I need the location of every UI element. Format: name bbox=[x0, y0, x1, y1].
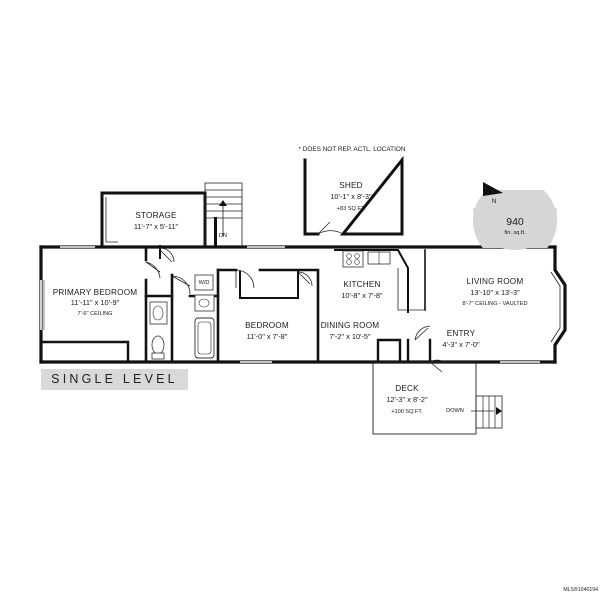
kitchen-dims: 10'-8" x 7'-8" bbox=[341, 291, 383, 300]
labels: * DOES NOT REP. ACTL. LOCATION N 940 fin… bbox=[53, 146, 598, 593]
deck-extra: +100 SQ.FT. bbox=[391, 409, 423, 415]
storage-name: STORAGE bbox=[135, 211, 177, 220]
compass-letter: N bbox=[492, 198, 497, 205]
shed-dims: 10'-1" x 8'-3" bbox=[330, 192, 372, 201]
dining-room-dims: 7'-2" x 10'-5" bbox=[329, 332, 371, 341]
dining-room-name: DINING ROOM bbox=[321, 321, 380, 330]
washer-dryer-label: W/D bbox=[199, 280, 210, 286]
interior-walls bbox=[39, 245, 432, 364]
living-room-ceiling: 8'-7" CEILING - VAULTED bbox=[462, 301, 527, 307]
deck-dims: 12'-3" x 8'-2" bbox=[386, 395, 428, 404]
deck-name: DECK bbox=[395, 384, 419, 393]
doors bbox=[145, 247, 445, 373]
entry-dims: 4'-3" x 7'-0" bbox=[442, 340, 480, 349]
shed bbox=[303, 155, 404, 236]
compass bbox=[473, 182, 557, 250]
entry-name: ENTRY bbox=[447, 329, 476, 338]
bedroom-dims: 11'-0" x 7'-8" bbox=[247, 332, 288, 341]
area-unit: fin. sq.ft. bbox=[504, 230, 526, 236]
level-label: SINGLE LEVEL bbox=[51, 372, 178, 386]
primary-bedroom-dims: 11'-11" x 10'-9" bbox=[71, 298, 120, 307]
level-banner: SINGLE LEVEL bbox=[41, 369, 188, 390]
primary-bedroom-ceiling: 7'-6" CEILING bbox=[77, 311, 112, 317]
storage-dims: 11'-7" x 5'-11" bbox=[134, 222, 179, 231]
location-note: * DOES NOT REP. ACTL. LOCATION bbox=[299, 146, 406, 153]
primary-bedroom-name: PRIMARY BEDROOM bbox=[53, 288, 138, 297]
bedroom-name: BEDROOM bbox=[245, 321, 289, 330]
stairs-down bbox=[471, 395, 503, 429]
stairs-down-label: DOWN bbox=[446, 408, 464, 414]
living-room-dims: 13'-10" x 13'-3" bbox=[470, 288, 520, 297]
shed-extra: +83 SQ.FT. bbox=[337, 206, 366, 212]
area-value: 940 bbox=[506, 216, 524, 228]
fixtures bbox=[149, 250, 391, 360]
living-room-name: LIVING ROOM bbox=[467, 277, 524, 286]
stairs-dn-label: DN bbox=[219, 233, 227, 239]
listing-id: MLS®1040194 bbox=[563, 586, 598, 593]
shed-name: SHED bbox=[339, 181, 363, 190]
compass-arrow-icon bbox=[483, 182, 503, 196]
kitchen-name: KITCHEN bbox=[343, 280, 380, 289]
